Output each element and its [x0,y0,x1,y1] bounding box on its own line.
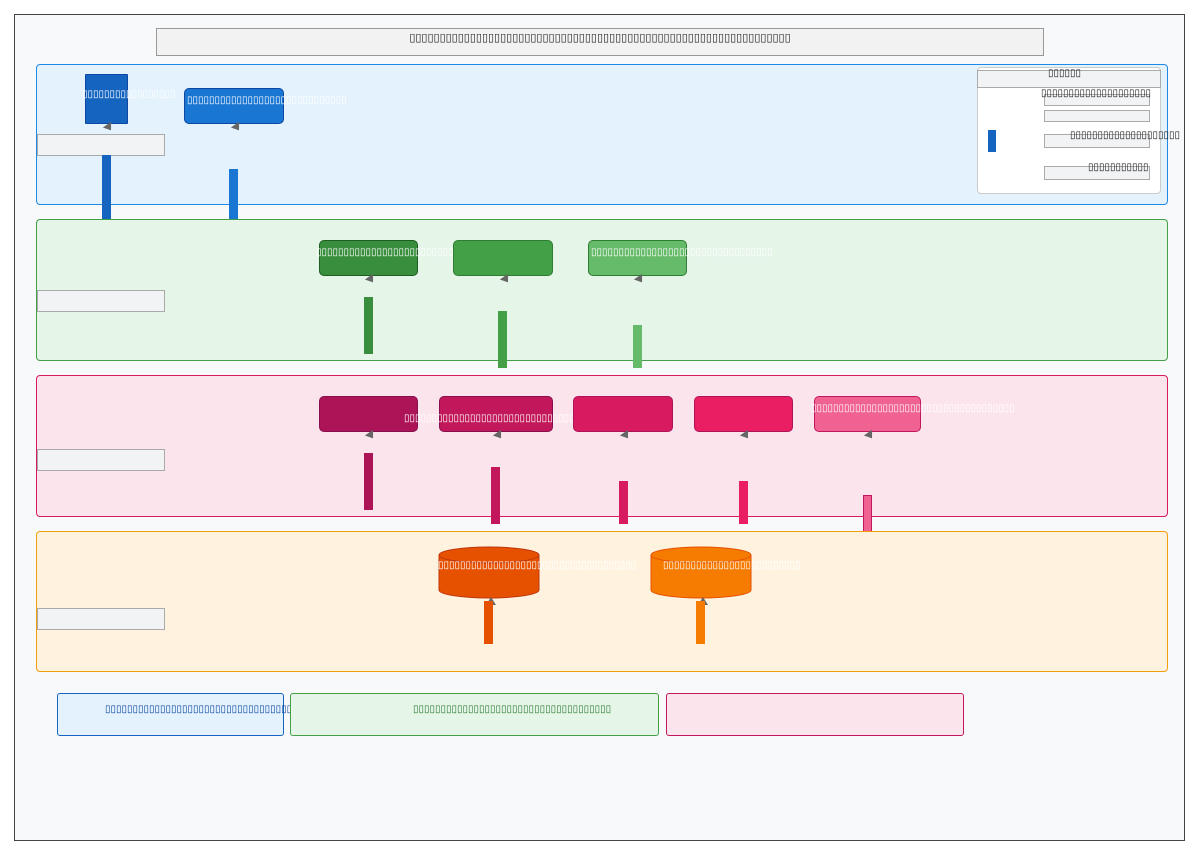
orange-node-1-cylinder [438,546,540,599]
orange-connector-2 [696,601,705,644]
orange-node-2: ▯▯▯▯▯▯▯▯▯▯▯▯▯▯▯▯▯▯▯▯▯▯▯▯▯ [650,556,801,586]
blue-node-2-label: ▯▯▯▯▯▯▯▯▯▯▯▯▯▯▯▯▯▯▯▯▯▯▯▯▯▯▯▯▯ [187,95,347,106]
legend-item-4-label: ▯▯▯▯▯▯▯▯▯▯▯ [1088,162,1149,173]
pink-node-3 [573,396,673,432]
lane-orange [36,531,1168,672]
legend-item-1-label: ▯▯▯▯▯▯▯▯▯▯▯▯▯▯▯▯▯▯▯▯ [1041,88,1152,99]
green-node-2 [453,240,553,276]
pink-connector-3 [619,481,628,524]
orange-node-1-top [438,546,540,564]
orange-node-2-top [650,546,752,564]
pink-connector-2 [491,467,500,524]
blue-node-1-label: ▯▯▯▯▯▯▯▯▯▯▯▯▯▯▯▯▯ [82,89,176,100]
green-node-3-label: ▯▯▯▯▯▯▯▯▯▯▯▯▯▯▯▯▯▯▯▯▯▯▯▯▯▯▯▯▯▯▯▯▯ [591,247,773,258]
blue-node-1: ▯▯▯▯▯▯▯▯▯▯▯▯▯▯▯▯▯ [82,74,176,124]
blue-connector-1 [102,155,111,241]
pink-node-4 [694,396,793,432]
green-node-1: ▯▯▯▯▯▯▯▯▯▯▯▯▯▯▯▯▯▯▯▯▯▯▯▯▯▯▯▯▯▯ [316,240,481,276]
green-connector-2 [498,311,507,368]
orange-node-1-label: ▯▯▯▯▯▯▯▯▯▯▯▯▯▯▯▯▯▯▯▯▯▯▯▯▯▯▯▯▯▯▯▯▯▯▯▯ [438,560,637,571]
legend-title-box [977,70,1161,88]
lane-label-orange [37,608,165,630]
pink-node-2-label: ▯▯▯▯▯▯▯▯▯▯▯▯▯▯▯▯▯▯▯▯▯▯▯▯▯▯▯▯▯▯▯▯▯▯▯▯▯▯▯▯… [404,413,636,424]
note-green-text: ▯▯▯▯▯▯▯▯▯▯▯▯▯▯▯▯▯▯▯▯▯▯▯▯▯▯▯▯▯▯▯▯▯▯▯▯ [413,704,612,715]
note-pink [666,693,964,736]
diagram-title: ▯▯▯▯▯▯▯▯▯▯▯▯▯▯▯▯▯▯▯▯▯▯▯▯▯▯▯▯▯▯▯▯▯▯▯▯▯▯▯▯… [156,28,1044,56]
pink-node-5: ▯▯▯▯▯▯▯▯▯▯▯▯▯▯▯▯▯▯▯▯▯▯▯▯▯▯▯▯▯▯▯▯▯▯▯▯▯ [811,396,1015,432]
note-blue-text: ▯▯▯▯▯▯▯▯▯▯▯▯▯▯▯▯▯▯▯▯▯▯▯▯▯▯▯▯▯▯▯▯▯▯▯▯ [105,704,304,715]
lane-label-pink [37,449,165,471]
green-connector-1 [364,297,373,354]
pink-node-2: ▯▯▯▯▯▯▯▯▯▯▯▯▯▯▯▯▯▯▯▯▯▯▯▯▯▯▯▯▯▯▯▯▯▯▯▯▯▯▯▯… [404,396,635,432]
orange-node-2-label: ▯▯▯▯▯▯▯▯▯▯▯▯▯▯▯▯▯▯▯▯▯▯▯▯▯ [663,560,801,571]
green-node-1-label: ▯▯▯▯▯▯▯▯▯▯▯▯▯▯▯▯▯▯▯▯▯▯▯▯▯▯▯▯▯▯ [316,247,482,258]
legend-item-3-box [1044,134,1150,148]
legend-item-3-label: ▯▯▯▯▯▯▯▯▯▯▯▯▯▯▯▯▯▯▯▯ [1070,130,1181,141]
pink-connector-4 [739,481,748,524]
orange-node-1: ▯▯▯▯▯▯▯▯▯▯▯▯▯▯▯▯▯▯▯▯▯▯▯▯▯▯▯▯▯▯▯▯▯▯▯▯ [438,556,636,586]
pink-connector-1 [364,453,373,510]
note-green: ▯▯▯▯▯▯▯▯▯▯▯▯▯▯▯▯▯▯▯▯▯▯▯▯▯▯▯▯▯▯▯▯▯▯▯▯ [290,693,659,736]
green-connector-3 [633,325,642,368]
legend-swatch-blue [988,130,996,152]
blue-node-2: ▯▯▯▯▯▯▯▯▯▯▯▯▯▯▯▯▯▯▯▯▯▯▯▯▯▯▯▯▯ [184,88,347,124]
legend-item-1-box [1044,94,1150,106]
lane-label-green [37,290,165,312]
green-node-3: ▯▯▯▯▯▯▯▯▯▯▯▯▯▯▯▯▯▯▯▯▯▯▯▯▯▯▯▯▯▯▯▯▯ [588,240,773,276]
legend-title: ▯▯▯▯▯▯ [1048,68,1082,79]
legend-item-2-box [1044,110,1150,122]
blue-connector-2 [229,169,238,241]
orange-connector-1 [484,601,493,644]
lane-label-blue [37,134,165,156]
note-blue: ▯▯▯▯▯▯▯▯▯▯▯▯▯▯▯▯▯▯▯▯▯▯▯▯▯▯▯▯▯▯▯▯▯▯▯▯ [57,693,303,736]
pink-node-5-label: ▯▯▯▯▯▯▯▯▯▯▯▯▯▯▯▯▯▯▯▯▯▯▯▯▯▯▯▯▯▯▯▯▯▯▯▯▯ [811,403,1015,414]
orange-node-2-cylinder [650,546,752,599]
legend-item-4-box [1044,166,1150,180]
pink-node-1 [319,396,418,432]
